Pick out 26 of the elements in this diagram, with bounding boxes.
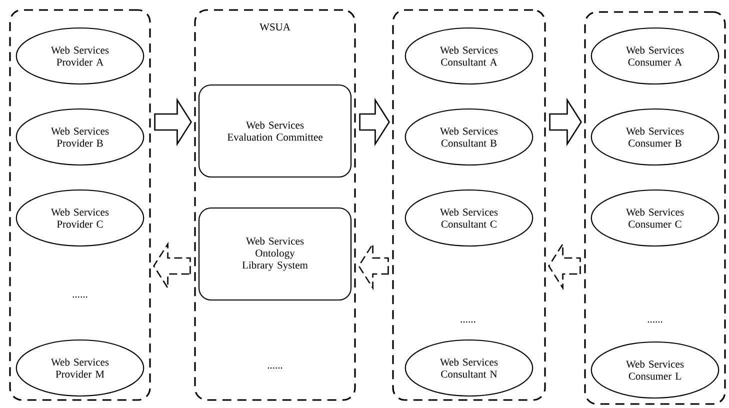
process-box: Web Services Ontology Library System xyxy=(198,207,352,301)
ellipse-node: Web Services Provider M xyxy=(16,339,144,397)
process-box: Web Services Evaluation Committee xyxy=(198,84,352,178)
block-arrow xyxy=(153,242,191,290)
ellipse-node: Web Services Consumer B xyxy=(590,108,720,166)
ellipse-node: Web Services Provider A xyxy=(16,27,144,85)
ellipsis-label: ...... xyxy=(72,296,88,298)
ellipse-node: Web Services Consumer L xyxy=(590,341,720,399)
group-box xyxy=(392,9,546,401)
block-arrow xyxy=(548,242,581,290)
ellipsis-label: ...... xyxy=(268,367,282,369)
ellipse-node: Web Services Consumer C xyxy=(590,189,720,247)
ellipse-node: Web Services Consultant A xyxy=(404,27,534,85)
ellipse-node: Web Services Consumer A xyxy=(590,27,720,85)
block-arrow xyxy=(359,98,390,146)
block-arrow xyxy=(154,98,192,146)
ellipsis-label: ...... xyxy=(648,321,662,323)
group-box xyxy=(584,11,726,405)
group-box xyxy=(9,9,151,401)
ellipse-node: Web Services Provider C xyxy=(16,189,144,247)
ellipse-node: Web Services Provider B xyxy=(16,108,144,166)
ellipse-node: Web Services Consultant B xyxy=(404,108,534,166)
ellipse-node: Web Services Consultant N xyxy=(404,339,534,397)
ellipsis-label: ...... xyxy=(460,321,476,323)
ellipse-node: Web Services Consultant C xyxy=(404,189,534,247)
block-arrow xyxy=(549,98,582,146)
